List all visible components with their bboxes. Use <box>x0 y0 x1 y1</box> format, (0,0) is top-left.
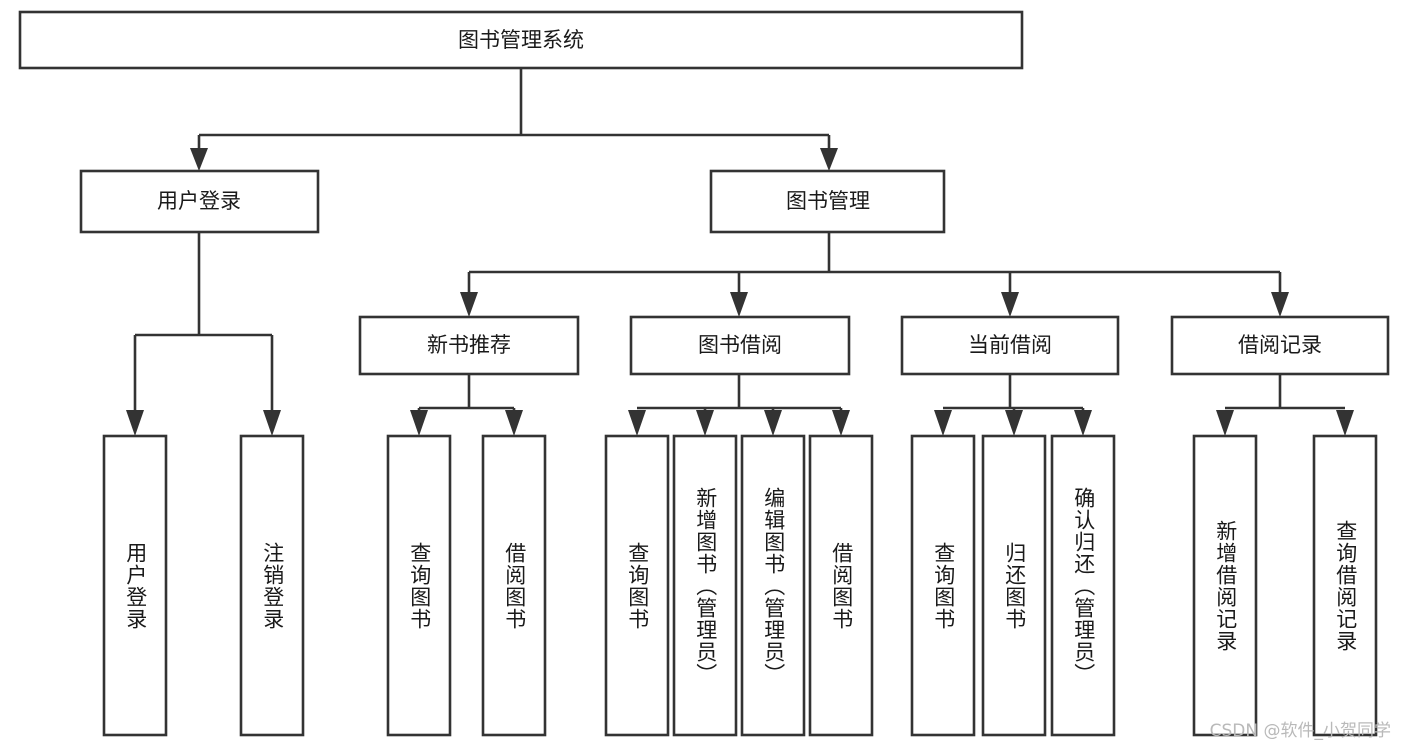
arrow-leaf-query-book-2 <box>628 410 646 436</box>
node-leaf-user-login-rect[interactable] <box>102 434 168 737</box>
arrow-to-book-management <box>820 148 838 171</box>
arrow-leaf-add-book <box>696 410 714 436</box>
node-user-login-label: 用户登录 <box>157 189 241 213</box>
node-book-borrow[interactable]: 图书借阅 <box>629 315 851 376</box>
node-current-borrow-label: 当前借阅 <box>968 333 1052 357</box>
node-leaf-query-record-rect[interactable] <box>1312 434 1378 737</box>
arrow-leaf-user-login <box>126 410 144 436</box>
node-leaf-edit-book-rect[interactable] <box>740 434 806 737</box>
node-borrow-record-label: 借阅记录 <box>1238 333 1322 357</box>
node-leaf-borrow-book-2-rect[interactable] <box>808 434 874 737</box>
node-leaf-add-book-rect[interactable] <box>672 434 738 737</box>
arrow-leaf-query-book-3 <box>934 410 952 436</box>
arrow-leaf-return-book <box>1005 410 1023 436</box>
arrow-leaf-edit-book <box>764 410 782 436</box>
node-root-title-rect[interactable] <box>18 10 1024 70</box>
node-leaf-confirm-return-rect[interactable] <box>1050 434 1116 737</box>
node-book-borrow-rect[interactable] <box>629 315 851 376</box>
arrow-to-new-book-recommend <box>460 292 478 317</box>
node-layer: 图书管理系统 用户登录 图书管理 新书推荐 图书借阅 <box>18 10 1390 737</box>
arrow-leaf-query-record <box>1336 410 1354 436</box>
node-leaf-add-record-rect[interactable] <box>1192 434 1258 737</box>
arrow-to-user-login <box>190 148 208 171</box>
node-leaf-borrow-book-1-rect[interactable] <box>481 434 547 737</box>
arrow-leaf-borrow-book-1 <box>505 410 523 436</box>
node-new-book-recommend-label: 新书推荐 <box>427 333 511 357</box>
node-leaf-user-logout-rect[interactable] <box>239 434 305 737</box>
node-leaf-query-book-1-rect[interactable] <box>386 434 452 737</box>
node-leaf-query-book-3-rect[interactable] <box>910 434 976 737</box>
node-user-login-rect[interactable] <box>79 169 320 234</box>
connector-layer <box>126 68 1354 436</box>
node-new-book-recommend-rect[interactable] <box>358 315 580 376</box>
node-root-title-label: 图书管理系统 <box>458 28 584 52</box>
csdn-watermark: CSDN @软件_小贺同学 <box>1209 721 1391 741</box>
node-book-management-label: 图书管理 <box>786 189 870 213</box>
node-book-management[interactable]: 图书管理 <box>709 169 946 234</box>
arrow-leaf-query-book-1 <box>410 410 428 436</box>
node-leaf-return-book-rect[interactable] <box>981 434 1047 737</box>
arrow-leaf-user-logout <box>263 410 281 436</box>
node-new-book-recommend[interactable]: 新书推荐 <box>358 315 580 376</box>
node-root-title[interactable]: 图书管理系统 <box>18 10 1024 70</box>
node-leaf-query-book-2-rect[interactable] <box>604 434 670 737</box>
arrow-leaf-confirm-return <box>1074 410 1092 436</box>
node-current-borrow-rect[interactable] <box>900 315 1120 376</box>
node-book-management-rect[interactable] <box>709 169 946 234</box>
arrow-to-current-borrow <box>1001 292 1019 317</box>
arrow-leaf-borrow-book-2 <box>832 410 850 436</box>
node-borrow-record[interactable]: 借阅记录 <box>1170 315 1390 376</box>
node-user-login[interactable]: 用户登录 <box>79 169 320 234</box>
node-current-borrow[interactable]: 当前借阅 <box>900 315 1120 376</box>
arrow-to-borrow-record <box>1271 292 1289 317</box>
node-borrow-record-rect[interactable] <box>1170 315 1390 376</box>
node-book-borrow-label: 图书借阅 <box>698 333 782 357</box>
arrow-leaf-add-record <box>1216 410 1234 436</box>
arrow-to-book-borrow <box>730 292 748 317</box>
